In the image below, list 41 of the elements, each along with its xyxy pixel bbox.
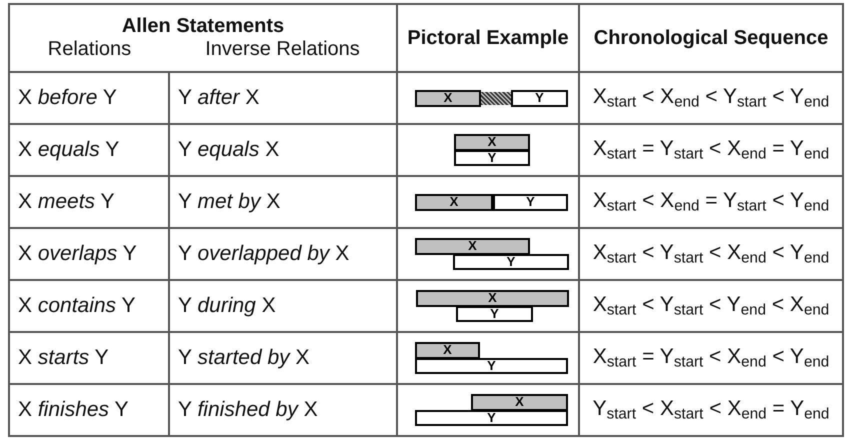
sequence-formula: X$_{start}$ < Y$_{start}$ < Y$_{end}$ < X$_{end}$	[592, 293, 830, 316]
relation-text: X meets Y	[18, 190, 114, 213]
interval-bar: Y	[456, 306, 533, 322]
sequence-formula: Y$_{start}$ < X$_{start}$ < X$_{end}$ = Y$_{end}$	[592, 397, 830, 420]
relation-text: X overlaps Y	[18, 242, 137, 265]
relation-text: X before Y	[18, 86, 117, 109]
relation-text: X finishes Y	[18, 398, 129, 421]
column-subheader: Inverse Relations	[205, 38, 360, 60]
sequence-formula: X$_{start}$ < Y$_{start}$ < X$_{end}$ < Y$_{end}$	[592, 241, 830, 264]
relation-text: X equals Y	[18, 138, 120, 161]
inverse-relation-text: Y after X	[178, 86, 260, 109]
interval-bar: Y	[511, 90, 568, 107]
sequence-formula: X$_{start}$ = Y$_{start}$ < X$_{end}$ = Y$_{end}$	[592, 137, 830, 160]
interval-bar: X	[416, 290, 569, 307]
relation-text: X contains Y	[18, 294, 136, 317]
column-subheader: Relations	[48, 38, 132, 60]
inverse-relation-text: Y overlapped by X	[178, 242, 350, 265]
column-header: Pictoral Example	[407, 26, 569, 48]
inverse-relation-text: Y met by X	[178, 190, 280, 213]
interval-bar: Y	[453, 254, 569, 270]
interval-bar: Y	[493, 194, 568, 211]
interval-bar: Y	[454, 150, 530, 166]
interval-bar: X	[471, 394, 568, 411]
interval-bar: Y	[415, 410, 568, 426]
interval-bar: X	[454, 134, 530, 151]
column-header: Allen Statements	[122, 15, 284, 37]
interval-bar: X	[415, 342, 480, 359]
gap-bar	[481, 92, 511, 105]
interval-bar: X	[415, 194, 493, 211]
inverse-relation-text: Y equals X	[178, 138, 280, 161]
sequence-formula: X$_{start}$ = Y$_{start}$ < X$_{end}$ < Y$_{end}$	[592, 345, 830, 368]
sequence-formula: X$_{start}$ < X$_{end}$ < Y$_{start}$ < Y$_{end}$	[592, 85, 830, 108]
interval-bar: Y	[415, 358, 568, 374]
inverse-relation-text: Y finished by X	[178, 398, 318, 421]
relation-text: X starts Y	[18, 346, 109, 369]
interval-bar: X	[415, 238, 530, 255]
inverse-relation-text: Y started by X	[178, 346, 310, 369]
sequence-formula: X$_{start}$ < X$_{end}$ = Y$_{start}$ < Y$_{end}$	[592, 189, 830, 212]
inverse-relation-text: Y during X	[178, 294, 276, 317]
interval-bar: X	[415, 90, 481, 107]
column-header: Chronological Sequence	[594, 26, 828, 48]
